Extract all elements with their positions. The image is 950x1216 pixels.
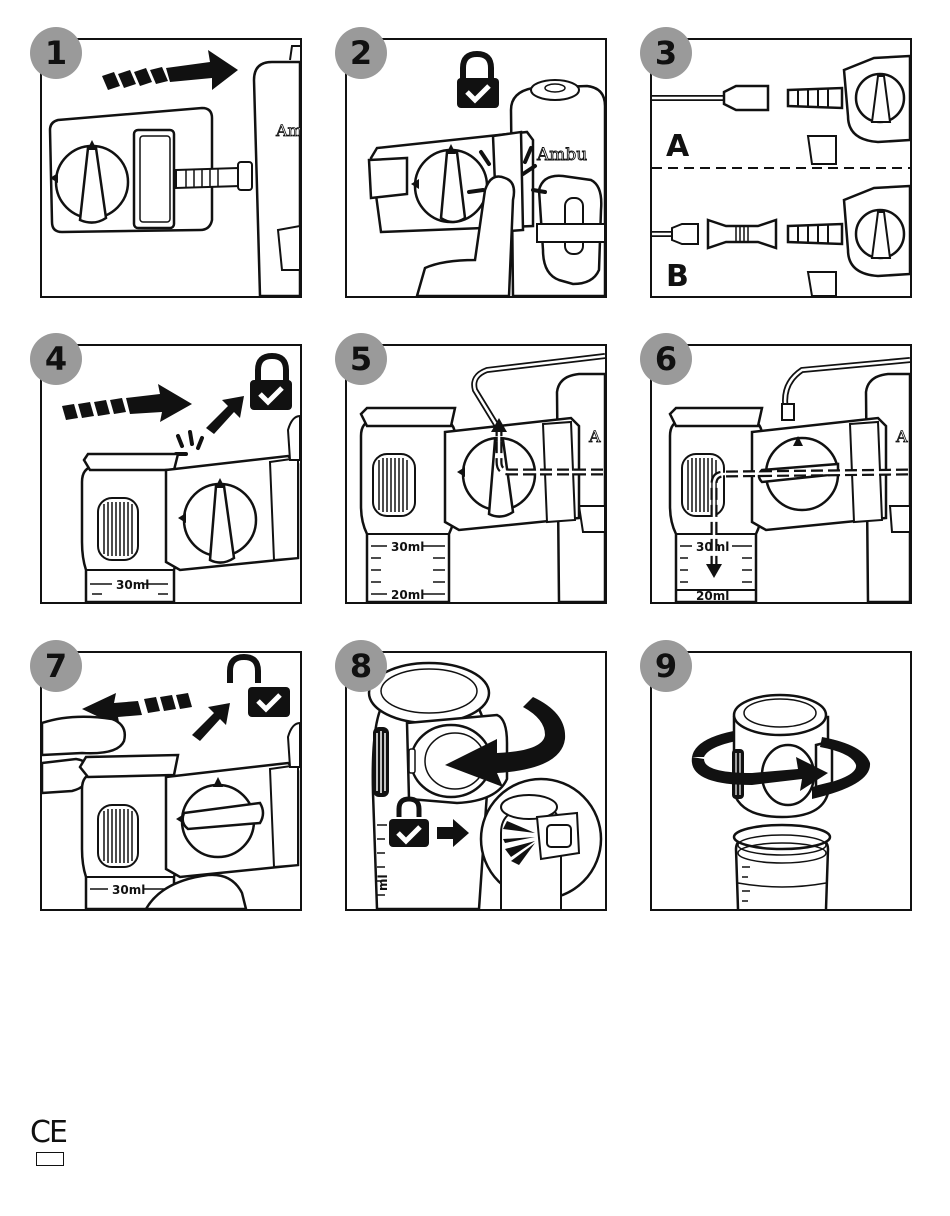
lock-check-icon	[192, 657, 290, 741]
step-8-panel: ml	[345, 651, 607, 911]
brand-text: Ambu	[536, 145, 587, 165]
step-number-badge: 5	[335, 333, 387, 385]
step-1-panel: Ambu	[40, 38, 302, 298]
scale-30ml-label: 30ml	[391, 540, 424, 554]
step-number-badge: 3	[640, 27, 692, 79]
step-number-badge: 8	[335, 640, 387, 692]
step-8-illustration: ml	[347, 653, 605, 909]
step-2-panel: Ambu	[345, 38, 607, 298]
scale-20ml-label: 20ml	[696, 589, 729, 602]
step-7-panel: 30ml	[40, 651, 302, 911]
step-9-illustration	[652, 653, 910, 909]
step-4-panel: 30ml	[40, 344, 302, 604]
step-6-illustration: A 30ml 20ml	[652, 346, 910, 602]
step-9-panel	[650, 651, 912, 911]
step-3-panel: A B	[650, 38, 912, 298]
brand-text: Ambu	[275, 121, 300, 140]
lock-check-icon	[206, 356, 292, 434]
scale-ml-label: ml	[376, 874, 390, 891]
lock-check-icon	[457, 54, 499, 108]
step-1-illustration: Ambu	[42, 40, 300, 296]
step-number-badge: 1	[30, 27, 82, 79]
ce-notified-body-box	[36, 1152, 64, 1166]
ce-mark: CE	[30, 1118, 66, 1148]
step-number-badge: 2	[335, 27, 387, 79]
push-arrow-icon	[62, 384, 192, 422]
step-5-illustration: A 30ml 20ml	[347, 346, 605, 602]
brand-text: A	[588, 427, 601, 446]
scale-30ml-label: 30ml	[112, 883, 145, 897]
step-number-badge: 9	[640, 640, 692, 692]
option-b-label: B	[666, 259, 689, 294]
step-4-illustration: 30ml	[42, 346, 300, 602]
scale-30ml-label: 30ml	[116, 578, 149, 592]
scale-20ml-label: 20ml	[391, 588, 424, 602]
brand-text: A	[895, 427, 908, 446]
step-number-badge: 7	[30, 640, 82, 692]
step-number-badge: 4	[30, 333, 82, 385]
step-2-illustration: Ambu	[347, 40, 605, 296]
step-6-panel: A 30ml 20ml	[650, 344, 912, 604]
option-a-label: A	[666, 129, 690, 164]
step-3-illustration: A B	[652, 40, 910, 296]
step-5-panel: A 30ml 20ml	[345, 344, 607, 604]
step-number-badge: 6	[640, 333, 692, 385]
step-7-illustration: 30ml	[42, 653, 300, 909]
push-arrow-icon	[102, 50, 238, 90]
